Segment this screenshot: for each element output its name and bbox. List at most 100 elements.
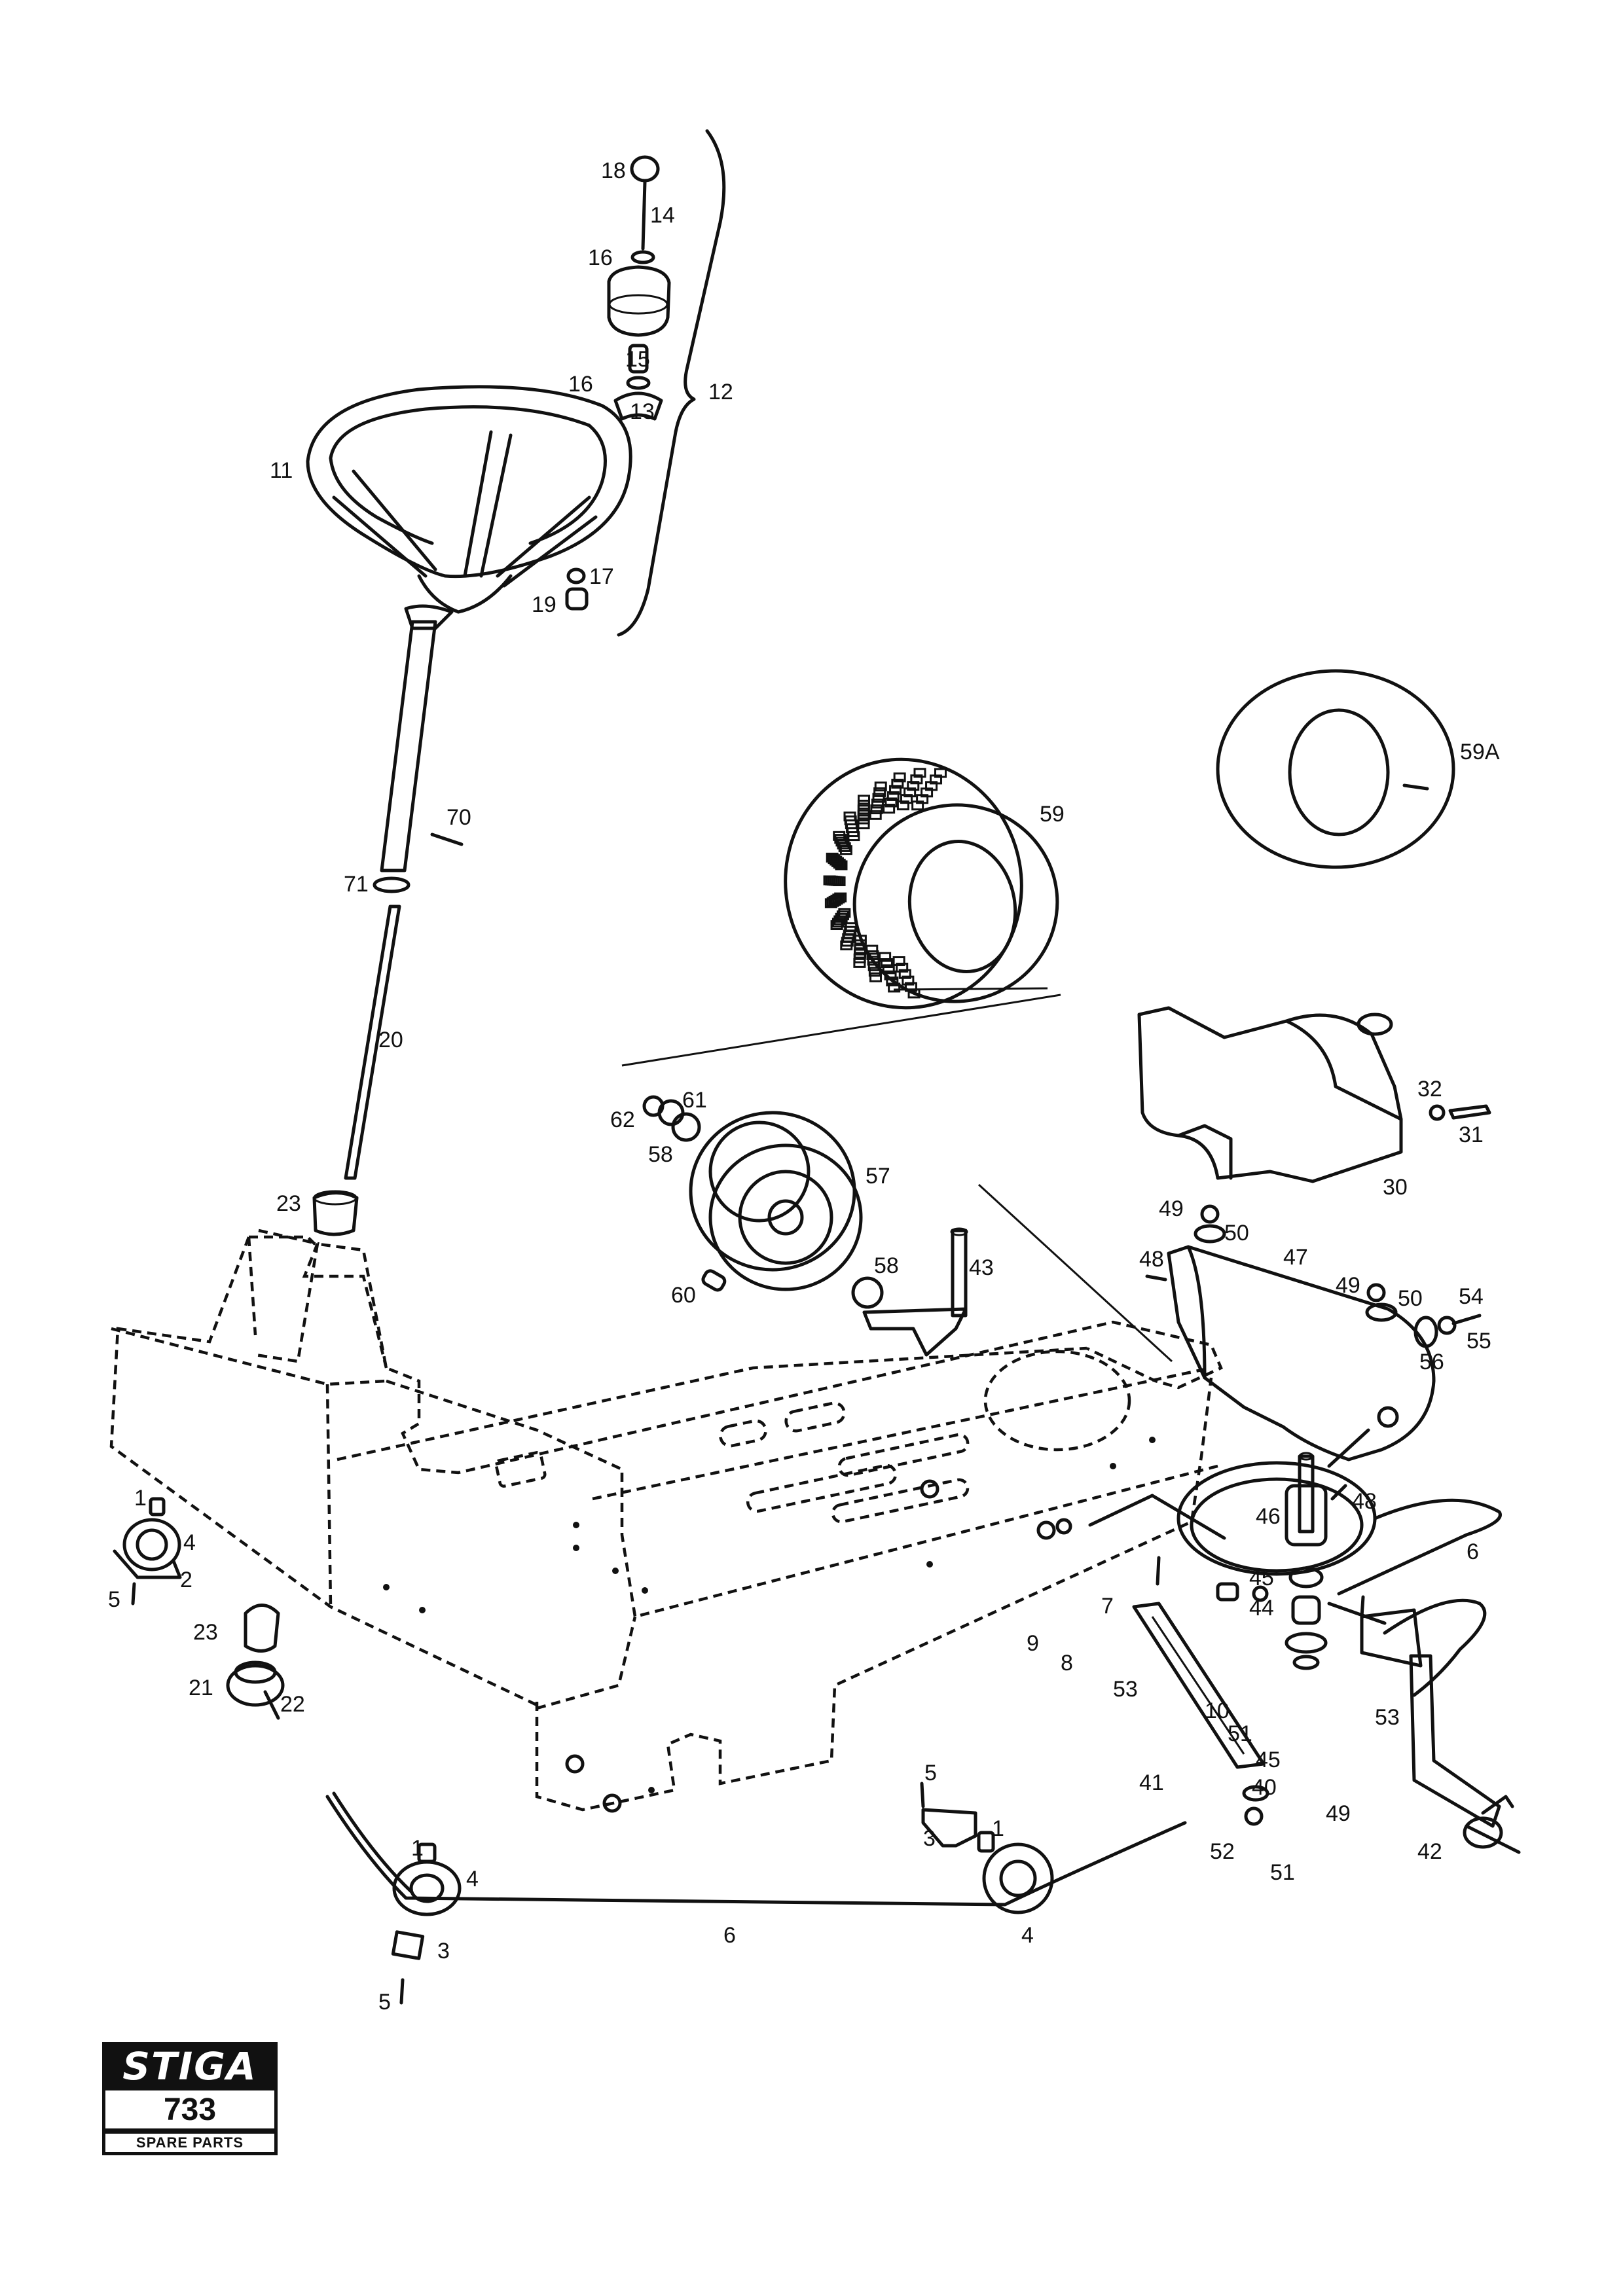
callout-47: 47 — [1283, 1245, 1308, 1270]
tread-block — [830, 920, 843, 931]
tire-59 — [784, 757, 1059, 1010]
part-18-cap — [630, 155, 660, 183]
callout-21: 21 — [189, 1676, 213, 1700]
callout-10: 10 — [1205, 1698, 1230, 1723]
callout-45: 45 — [1249, 1566, 1274, 1590]
callout-50: 50 — [1398, 1286, 1423, 1311]
callout-70: 70 — [447, 805, 471, 830]
callout-4: 4 — [1021, 1923, 1034, 1948]
callout-12: 12 — [708, 380, 733, 404]
tread-block — [872, 793, 885, 803]
callout-7: 7 — [1101, 1594, 1114, 1619]
callout-9: 9 — [1027, 1631, 1039, 1656]
callout-15: 15 — [625, 347, 650, 372]
tread-block — [853, 958, 866, 968]
tread-block — [869, 810, 882, 820]
callout-51: 51 — [1228, 1721, 1252, 1746]
tread-block — [896, 800, 909, 811]
callout-58: 58 — [874, 1253, 899, 1278]
callout-4: 4 — [466, 1867, 479, 1892]
callout-11: 11 — [270, 458, 293, 483]
steering-shaft — [344, 905, 401, 1180]
callout-44: 44 — [1249, 1596, 1274, 1621]
callout-6: 6 — [1467, 1539, 1479, 1564]
callout-32: 32 — [1417, 1077, 1442, 1102]
callout-5: 5 — [378, 1990, 391, 2015]
tread-block — [857, 799, 870, 810]
callout-8: 8 — [1061, 1651, 1073, 1676]
tread-block — [898, 969, 911, 979]
rear-wheel-assembly — [621, 669, 1455, 1357]
callout-48: 48 — [1352, 1489, 1377, 1514]
callout-2: 2 — [180, 1568, 192, 1592]
tread-block — [889, 785, 902, 795]
callout-53: 53 — [1113, 1677, 1138, 1702]
front-axle-bracket-30 — [1137, 1006, 1491, 1183]
callout-6: 6 — [723, 1923, 736, 1948]
callout-61: 61 — [682, 1088, 707, 1113]
tread-block — [910, 774, 923, 785]
tread-block — [903, 787, 917, 798]
tread-block — [913, 768, 926, 778]
callout-4: 4 — [183, 1530, 196, 1555]
tread-block — [826, 852, 839, 863]
callout-59: 59 — [1040, 802, 1065, 827]
tread-block — [857, 804, 870, 815]
callout-48: 48 — [1139, 1247, 1164, 1272]
tread-block — [891, 778, 904, 789]
tread-block — [873, 787, 886, 797]
tread-block — [888, 982, 901, 993]
tread-block — [904, 982, 917, 992]
tread-block — [833, 831, 846, 841]
callout-1: 1 — [992, 1816, 1004, 1841]
callout-16: 16 — [568, 372, 593, 397]
callout-41: 41 — [1139, 1770, 1164, 1795]
callout-52: 52 — [1210, 1839, 1235, 1864]
tread-block — [884, 797, 898, 808]
callout-51: 51 — [1270, 1860, 1295, 1885]
callout-18: 18 — [601, 158, 626, 183]
tread-block — [886, 977, 899, 987]
callout-59A: 59A — [1460, 740, 1500, 764]
callout-1: 1 — [134, 1486, 147, 1511]
tread-block — [867, 956, 880, 966]
callout-58: 58 — [648, 1142, 673, 1167]
tread-block — [828, 854, 841, 865]
group-brace — [617, 129, 726, 637]
tread-block — [831, 918, 845, 928]
axle-43 — [862, 1229, 968, 1357]
tread-block — [834, 834, 847, 844]
callout-40: 40 — [1252, 1775, 1277, 1800]
chassis-frame — [109, 1183, 1223, 1813]
callout-56: 56 — [1419, 1350, 1444, 1374]
clutch-assembly — [1036, 1452, 1521, 1854]
callout-43: 43 — [969, 1255, 994, 1280]
tread-block — [826, 897, 839, 907]
tread-block — [857, 809, 870, 819]
callout-30: 30 — [1383, 1175, 1408, 1200]
tread-block — [883, 804, 896, 814]
tread-block — [840, 940, 853, 950]
callout-60: 60 — [671, 1283, 696, 1308]
tread-block — [880, 958, 893, 969]
tread-block — [857, 795, 870, 805]
callout-labels: 18 14 16 15 16 13 12 11 17 19 70 71 20 2… — [108, 158, 1500, 2015]
callout-20: 20 — [378, 1028, 403, 1052]
callout-54: 54 — [1459, 1284, 1484, 1309]
tread-block — [866, 950, 879, 960]
tread-block — [824, 898, 837, 908]
wheel-rim-57 — [689, 1111, 863, 1291]
tread-block — [874, 781, 887, 792]
left-pulley-group — [113, 1497, 285, 1720]
steering-hub-cover — [607, 265, 671, 337]
callout-19: 19 — [532, 592, 556, 617]
callout-42: 42 — [1417, 1839, 1442, 1864]
tread-block — [896, 962, 909, 973]
rear-axle-housing-47 — [1145, 1204, 1482, 1501]
tread-block — [882, 964, 895, 975]
tread-block — [868, 967, 881, 977]
callout-5: 5 — [924, 1761, 937, 1785]
tread-block — [835, 836, 848, 847]
tread-block — [884, 970, 897, 980]
